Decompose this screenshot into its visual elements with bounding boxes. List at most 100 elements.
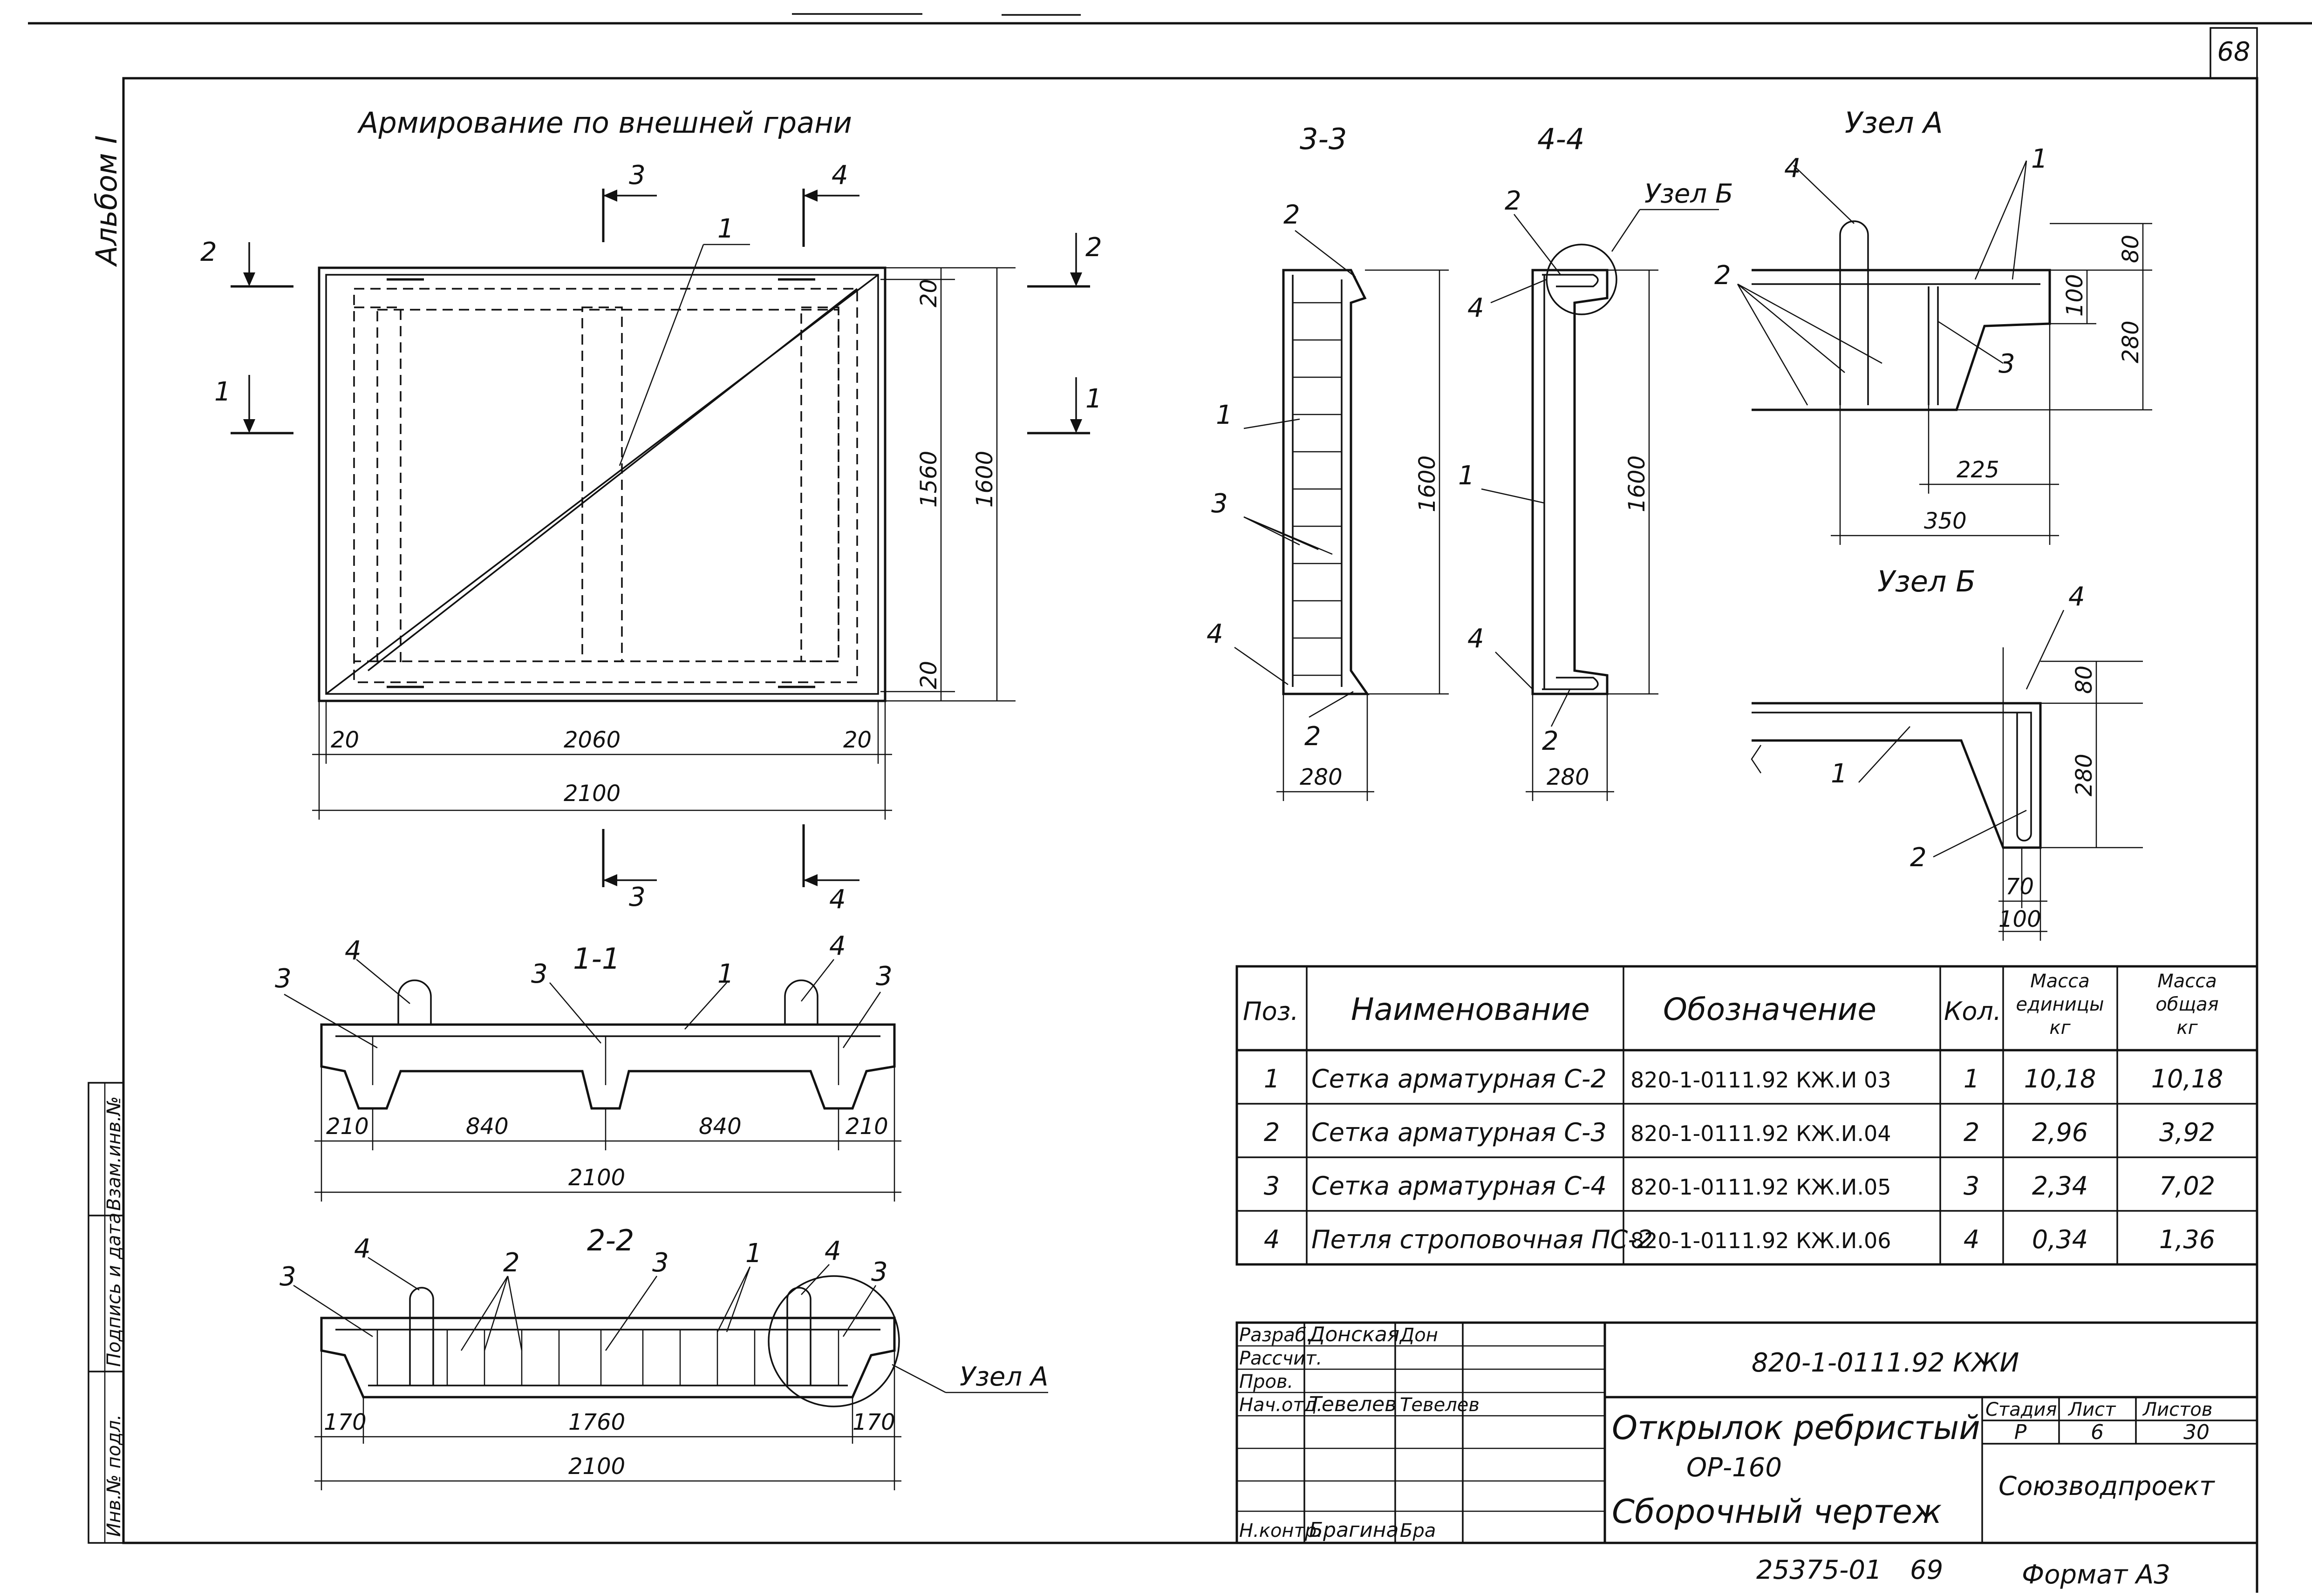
section-2-2: 2-2 Узел А 170 1760 170 2100 3 4 [280, 1223, 1048, 1490]
section-4-4: 4-4 1600 280 Узел Б 2 4 1 4 2 [1458, 122, 1733, 801]
s44-node-b-ref: Узел Б [1644, 179, 1733, 209]
tb-role-7: Н.контр. [1239, 1520, 1323, 1542]
row4-code: 820-1-0111.92 КЖ.И.06 [1630, 1228, 1891, 1253]
table-row: 4 Петля строповочная ПС-2 820-1-0111.92 … [1264, 1225, 2215, 1254]
cut-2-left: 2 [200, 237, 217, 267]
s33-dim-1600: 1600 [1414, 455, 1440, 512]
tb-role-0: Разраб. [1239, 1324, 1312, 1346]
row3-code: 820-1-0111.92 КЖ.И.05 [1630, 1175, 1891, 1200]
cut-2-right: 2 [1085, 232, 1102, 263]
th-qty: Кол. [1944, 997, 2001, 1026]
section-3-3-title: 3-3 [1300, 122, 1347, 156]
table-row: 1 Сетка арматурная С-2 820-1-0111.92 КЖ.… [1264, 1064, 2223, 1093]
tb-sheet: 6 [2091, 1420, 2104, 1444]
nb-dim-280: 280 [2071, 754, 2097, 796]
s33-pos-4: 4 [1207, 619, 1223, 649]
s33-pos-3: 3 [1211, 489, 1228, 519]
nb-pos-2: 2 [1910, 842, 1927, 873]
dim-1600: 1600 [972, 451, 998, 508]
section-1-1: 1-1 210 840 840 210 2100 4 4 1 3 3 3 [275, 931, 901, 1202]
cut-4-bottom: 4 [829, 884, 846, 915]
s11-dim-840b: 840 [699, 1114, 742, 1140]
tb-name-7: Брагина [1309, 1518, 1399, 1542]
s11-pos-4b: 4 [829, 931, 846, 961]
row3-total: 7,02 [2159, 1171, 2215, 1201]
side-stamp: Инв.№ подл. Подпись и дата Взам.инв.№ [88, 1082, 125, 1544]
s11-dim-210a: 210 [326, 1114, 369, 1140]
na-pos-4: 4 [1784, 153, 1801, 183]
cut-3-bottom: 3 [629, 882, 646, 912]
tb-signature-0: Дон [1399, 1324, 1438, 1346]
na-pos-2: 2 [1714, 260, 1731, 291]
row1-unit: 10,18 [2024, 1064, 2096, 1093]
s22-pos-2: 2 [503, 1248, 520, 1278]
s22-pos-1: 1 [745, 1238, 762, 1269]
s22-pos-4a: 4 [354, 1234, 371, 1264]
dim-2100: 2100 [564, 781, 621, 807]
tb-org: Союзводпроект [1998, 1471, 2215, 1501]
na-dim-225: 225 [1957, 457, 1999, 483]
dim-2060: 2060 [564, 727, 621, 753]
th-unit-mass-1: Масса [2030, 971, 2090, 992]
footer-format: Формат А3 [2022, 1560, 2170, 1590]
stamp-inv-podl: Инв.№ подл. [103, 1414, 125, 1537]
nb-dim-100: 100 [1998, 906, 2041, 932]
th-total-mass-3: кг [2176, 1017, 2198, 1039]
row2-unit: 2,96 [2032, 1118, 2088, 1147]
na-dim-280: 280 [2118, 320, 2144, 363]
s11-dim-210b: 210 [846, 1114, 888, 1140]
tb-sheets-label: Листов [2142, 1399, 2212, 1420]
row1-qty: 1 [1964, 1064, 1979, 1093]
main-plan-view: Армирование по внешней грани 1 2 1 2 [200, 106, 1102, 915]
nb-dim-70: 70 [2005, 874, 2034, 900]
row1-name: Сетка арматурная С-2 [1311, 1064, 1607, 1093]
nb-dim-80: 80 [2071, 666, 2097, 694]
s22-pos-3c: 3 [871, 1257, 888, 1287]
s33-pos-1: 1 [1216, 400, 1233, 430]
s22-dim-170a: 170 [324, 1409, 367, 1435]
row1-total: 10,18 [2151, 1064, 2223, 1093]
row4-name: Петля строповочная ПС-2 [1311, 1225, 1653, 1254]
th-unit-mass-3: кг [2049, 1017, 2071, 1039]
th-unit-mass-2: единицы [2016, 994, 2104, 1015]
row1-pos: 1 [1264, 1064, 1280, 1093]
s11-dim-2100: 2100 [568, 1165, 625, 1191]
row2-total: 3,92 [2159, 1118, 2215, 1147]
tb-name-0: Донская [1308, 1323, 1399, 1346]
s22-node-a-ref: Узел А [960, 1362, 1048, 1392]
spec-table: Поз. Наименование Обозначение Кол. Масса… [1235, 965, 2258, 1266]
s44-pos-1: 1 [1458, 461, 1475, 491]
row4-qty: 4 [1964, 1225, 1979, 1254]
tb-sheets: 30 [2183, 1420, 2210, 1444]
node-b: Узел Б 80 280 70 100 4 1 2 [1751, 564, 2143, 941]
tb-name-3: Тевелев [1309, 1392, 1397, 1416]
th-total-mass-2: общая [2155, 994, 2218, 1015]
na-dim-350: 350 [1924, 508, 1967, 534]
table-row: 2 Сетка арматурная С-3 820-1-0111.92 КЖ.… [1264, 1118, 2215, 1147]
footer-number: 25375-01 [1756, 1555, 1882, 1585]
s44-pos-2-top: 2 [1505, 186, 1521, 216]
s44-dim-1600: 1600 [1624, 455, 1650, 512]
s11-pos-3c: 3 [876, 961, 893, 992]
stamp-signature-date: Подпись и дата [103, 1213, 125, 1367]
cut-1-right: 1 [1085, 384, 1102, 414]
th-total-mass-1: Масса [2157, 971, 2217, 992]
s11-pos-1: 1 [717, 959, 734, 989]
tb-stage-label: Стадия [1985, 1399, 2057, 1420]
s44-pos-2-bottom: 2 [1542, 726, 1559, 756]
dim-1560: 1560 [916, 451, 942, 508]
dim-bottom-20: 20 [916, 661, 942, 689]
na-dim-100: 100 [2062, 274, 2088, 317]
s44-pos-4-bottom: 4 [1467, 624, 1484, 654]
node-a-title: Узел А [1845, 106, 1943, 140]
na-pos-1: 1 [2031, 144, 2048, 174]
section-4-4-title: 4-4 [1537, 122, 1584, 156]
row3-qty: 3 [1964, 1171, 1979, 1201]
tb-sheet-label: Лист [2067, 1399, 2116, 1420]
cut-4-top: 4 [832, 160, 848, 190]
tb-doc-code: 820-1-0111.92 КЖИ [1752, 1348, 2019, 1378]
s11-pos-3a: 3 [275, 964, 292, 994]
section-2-2-title: 2-2 [587, 1223, 634, 1257]
s22-pos-3b: 3 [652, 1248, 669, 1278]
